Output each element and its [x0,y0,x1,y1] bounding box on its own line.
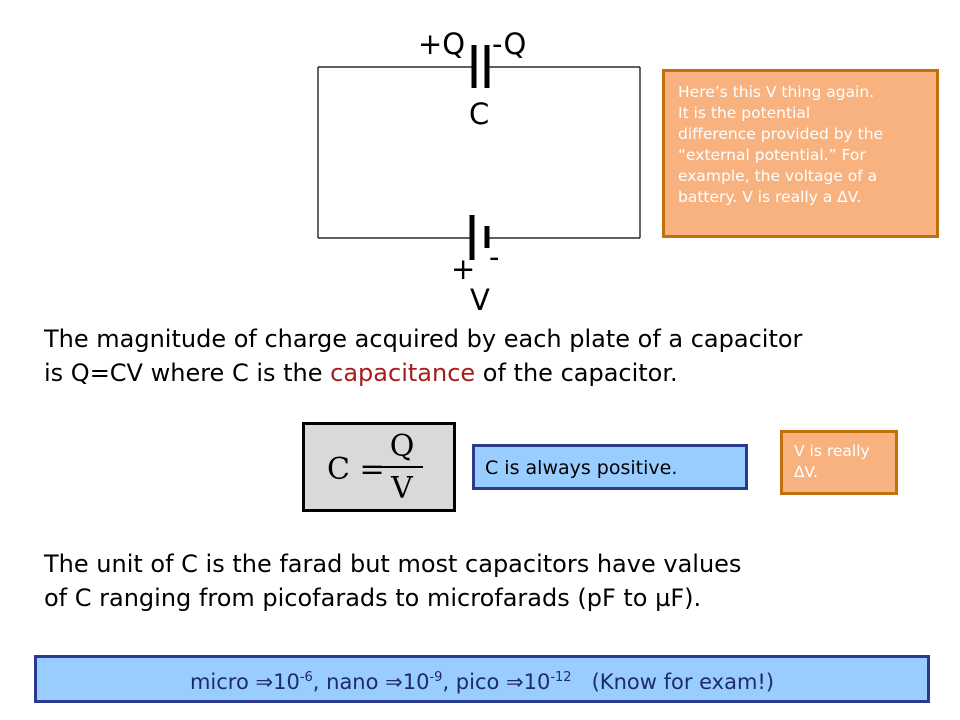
micro-exponent: -6 [299,670,313,685]
capacitor-label: C [469,97,490,131]
prefix-values-box: micro ⇒10-6, nano ⇒10-9, pico ⇒10-12 (Kn… [34,655,930,703]
note-line: difference provided by the [678,125,884,143]
fraction-bar [381,466,423,468]
note-line: V is really [794,442,870,460]
formula-denominator: V [391,471,413,506]
note-line: ∆V. [794,463,818,481]
note-line: example, the voltage of a [678,167,878,185]
paragraph-line: is Q=CV where C is the capacitance of th… [44,356,802,390]
nano-exponent: -9 [429,670,443,685]
pico-exponent: -12 [550,670,572,685]
capacitance-term: capacitance [330,359,476,387]
note-always-positive: C is always positive. [472,444,748,490]
paragraph-line: of C ranging from picofarads to microfar… [44,584,702,612]
minus-q-label: -Q [492,27,527,61]
note-potential-difference: Here’s this V thing again. It is the pot… [662,69,939,238]
text-span: of the capacitor. [475,359,678,387]
paragraph-line: The magnitude of charge acquired by each… [44,325,803,353]
micro-prefix: micro ⇒10 [189,670,300,694]
note-line: battery. V is really a ∆V. [678,188,862,206]
formula-numerator: Q [389,429,415,464]
text-span: is Q=CV where C is the [44,359,331,387]
capacitance-formula: C = Q V [302,422,456,512]
units-paragraph: The unit of C is the farad but most capa… [44,547,741,615]
pico-prefix: , pico ⇒10 [442,670,551,694]
exam-note: (Know for exam!) [571,670,775,694]
nano-prefix: , nano ⇒10 [312,670,430,694]
note-line: “external potential.” For [678,146,866,164]
note-v-really: V is really ∆V. [780,430,898,495]
formula-lhs: C = [327,452,385,487]
battery-plus-label: + [451,252,476,286]
note-line: Here’s this V thing again. [678,83,875,101]
battery-label: V [470,283,490,317]
plus-q-label: +Q [418,27,466,61]
paragraph-line: The unit of C is the farad but most capa… [44,550,742,578]
note-line: It is the potential [678,104,811,122]
charge-paragraph: The magnitude of charge acquired by each… [44,322,802,390]
battery-minus-label: - [489,240,500,274]
